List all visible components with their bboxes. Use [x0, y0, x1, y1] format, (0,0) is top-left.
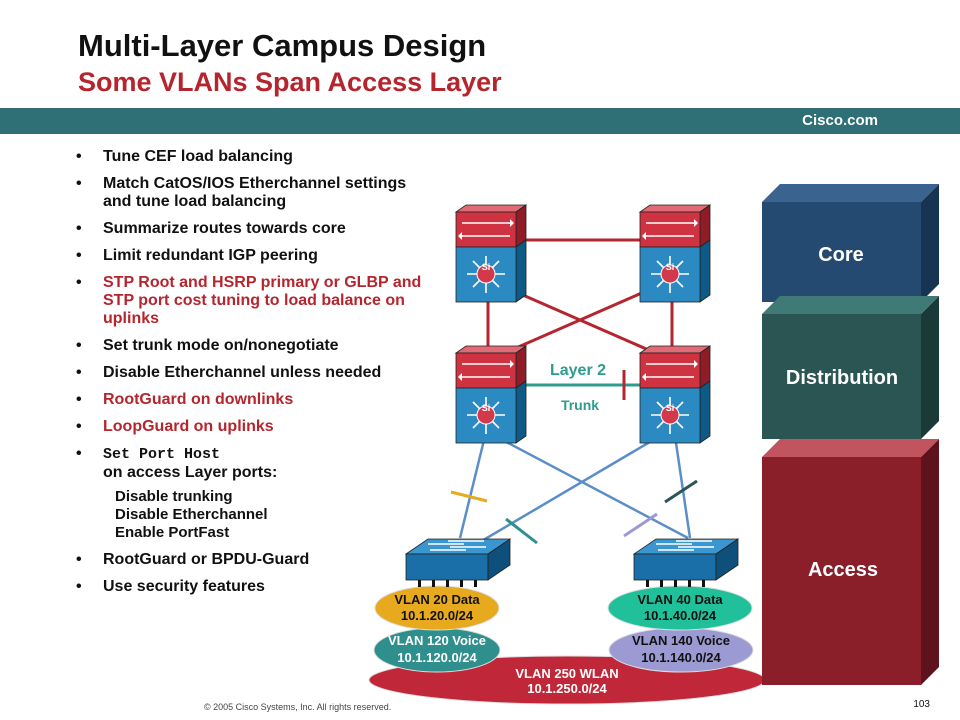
access-block: [762, 457, 921, 685]
core-block-side: [921, 184, 939, 302]
distribution-block: [762, 314, 921, 439]
bullet-text: Limit redundant IGP peering: [103, 247, 318, 264]
dist-switch-left: [455, 345, 527, 444]
bullet-list: • Tune CEF load balancing • Match CatOS/IO…: [76, 148, 436, 605]
bullet-item: • RootGuard or BPDU-Guard: [76, 551, 436, 569]
layer2-label: Layer 2: [550, 362, 606, 379]
vlan20-subnet: 10.1.20.0/24: [401, 608, 474, 623]
access-switch-right: [633, 538, 739, 588]
bullet-text: Match CatOS/IOS Etherchannel settings an…: [103, 175, 407, 210]
distribution-layer-label: Distribution: [786, 367, 898, 389]
sub-item: Disable trunking: [115, 488, 233, 505]
bullet-dot-icon: •: [76, 274, 82, 291]
sub-item: Enable PortFast: [115, 524, 230, 541]
bullet-dot-icon: •: [76, 175, 82, 192]
bullet-item: • Set trunk mode on/nonegotiate: [76, 337, 436, 355]
copyright-footer: © 2005 Cisco Systems, Inc. All rights re…: [204, 702, 392, 712]
dist-switch-right: [639, 345, 711, 444]
bullet-item: • Use security features: [76, 578, 436, 596]
bullet-dot-icon: •: [76, 578, 82, 595]
dist-access-link: [458, 435, 487, 539]
core-switch-left: [455, 204, 527, 303]
bullet-dot-icon: •: [76, 148, 82, 165]
bullet-text: on access Layer ports:: [103, 464, 278, 481]
si-label: Si: [482, 403, 491, 413]
vlan20-name: VLAN 20 Data: [394, 592, 480, 607]
access-block-top: [762, 439, 939, 457]
si-label: Si: [666, 403, 675, 413]
slide-subtitle: Some VLANs Span Access Layer: [78, 67, 502, 97]
core-block-top: [762, 184, 939, 202]
vlan40-subnet: 10.1.40.0/24: [644, 608, 717, 623]
bullet-item: • Match CatOS/IOS Etherchannel settings a…: [76, 175, 436, 211]
vlan40-name: VLAN 40 Data: [637, 592, 723, 607]
slide-title: Multi-Layer Campus Design: [78, 28, 487, 63]
vlan120-uplink-marker: [505, 517, 538, 545]
bullet-dot-icon: •: [76, 551, 82, 568]
sub-item: Disable Etherchannel: [115, 506, 268, 523]
bullet-text: STP Root and HSRP primary or GLBP and ST…: [103, 274, 422, 327]
access-block-side: [921, 439, 939, 685]
core-switch-right: [639, 204, 711, 303]
bullet-text: RootGuard or BPDU-Guard: [103, 551, 310, 568]
bullet-dot-icon: •: [76, 220, 82, 237]
core-dist-cross-link: [499, 283, 661, 357]
core-block: [762, 202, 921, 302]
page-number: 103: [913, 699, 930, 710]
bullet-text: LoopGuard on uplinks: [103, 418, 274, 435]
header-banner: [0, 108, 960, 134]
vlan140-subnet: 10.1.140.0/24: [641, 650, 721, 665]
bullet-dot-icon: •: [76, 391, 82, 408]
bullet-text: Tune CEF load balancing: [103, 148, 293, 165]
bullet-text: Set trunk mode on/nonegotiate: [103, 337, 339, 354]
vlan20-uplink-marker: [450, 490, 488, 503]
si-label: Si: [482, 262, 491, 272]
bullet-code: Set Port Host: [103, 446, 221, 463]
dist-access-link: [479, 434, 661, 544]
vlan250-subnet: 10.1.250.0/24: [527, 681, 607, 696]
bullet-text: Summarize routes towards core: [103, 220, 346, 237]
bullet-item: • Summarize routes towards core: [76, 220, 436, 238]
bullet-item: • Disable Etherchannel unless needed: [76, 364, 436, 382]
distribution-block-top: [762, 296, 939, 314]
distribution-block-side: [921, 296, 939, 439]
vlan120-subnet: 10.1.120.0/24: [397, 650, 477, 665]
bullet-dot-icon: •: [76, 418, 82, 435]
bullet-dot-icon: •: [76, 337, 82, 354]
si-label: Si: [666, 262, 675, 272]
bullet-item: • Tune CEF load balancing: [76, 148, 436, 166]
dist-access-link: [494, 434, 689, 540]
vlan40-uplink-marker: [664, 479, 698, 504]
core-layer-label: Core: [818, 244, 864, 266]
bullet-dot-icon: •: [76, 445, 82, 462]
brand-logo-text: Cisco.com: [802, 112, 878, 129]
bullet-item: • RootGuard on downlinks: [76, 391, 436, 409]
vlan140-name: VLAN 140 Voice: [632, 633, 730, 648]
access-layer-label: Access: [808, 559, 878, 581]
vlan120-name: VLAN 120 Voice: [388, 633, 486, 648]
trunk-label: Trunk: [561, 397, 599, 413]
bullet-text: Use security features: [103, 578, 265, 595]
bullet-dot-icon: •: [76, 364, 82, 381]
bullet-text: RootGuard on downlinks: [103, 391, 294, 408]
bullet-item: • STP Root and HSRP primary or GLBP and S…: [76, 274, 436, 328]
sub-list: Disable trunking Disable Etherchannel En…: [115, 488, 436, 542]
bullet-text: Disable Etherchannel unless needed: [103, 364, 382, 381]
dist-access-link: [673, 435, 692, 539]
bullet-item: • Limit redundant IGP peering: [76, 247, 436, 265]
vlan20-ellipse: [374, 585, 500, 631]
bullet-dot-icon: •: [76, 247, 82, 264]
access-switch-left: [405, 538, 511, 588]
vlan250-name: VLAN 250 WLAN: [515, 666, 618, 681]
bullet-item: • LoopGuard on uplinks: [76, 418, 436, 436]
vlan40-ellipse: [607, 585, 753, 631]
vlan140-uplink-marker: [623, 512, 658, 538]
